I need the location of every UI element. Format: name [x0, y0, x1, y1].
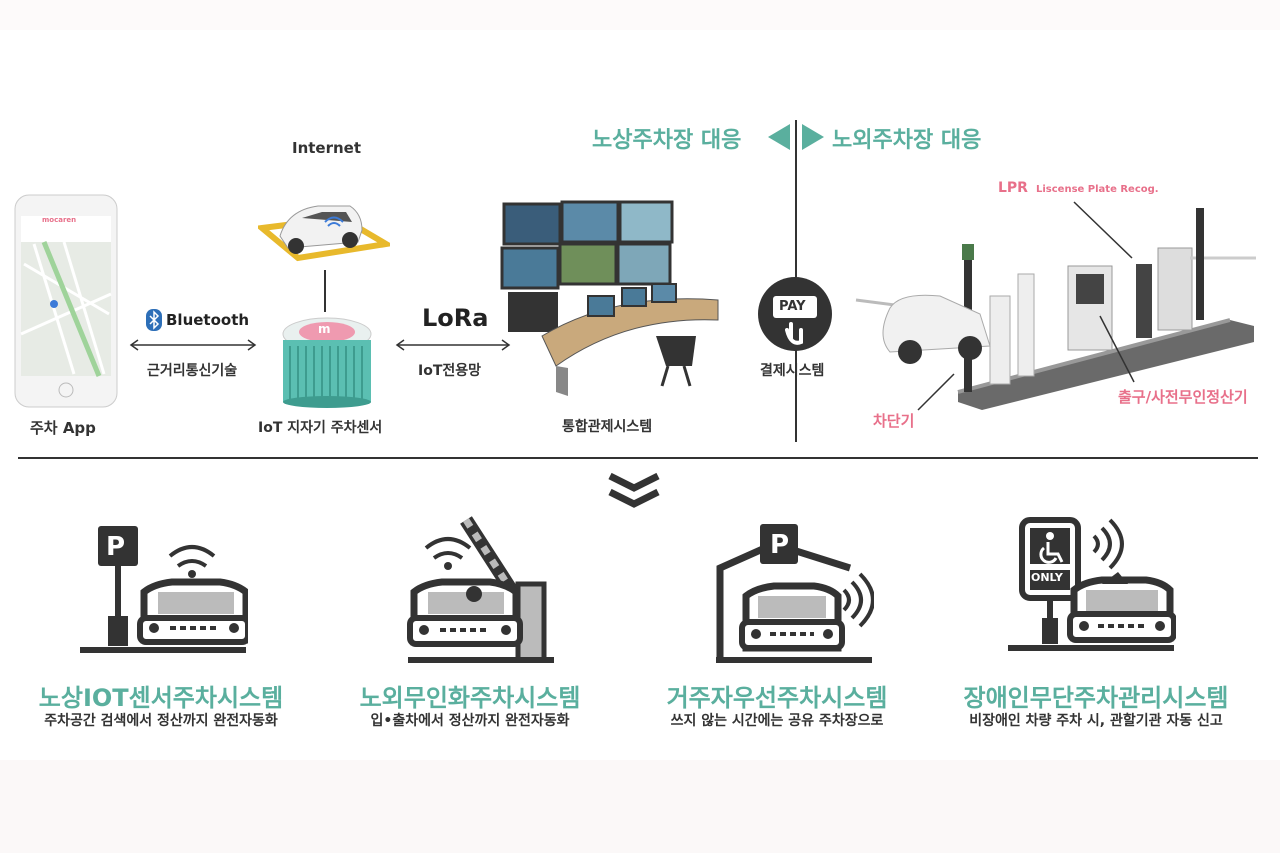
system-1-subtitle: 주차공간 검색에서 정산까지 완전자동화 [44, 713, 278, 729]
parking-sign-p: P [106, 532, 126, 562]
iot-sensor-icon [282, 317, 372, 408]
control-center-icon [500, 200, 719, 396]
sensor-badge: m [318, 322, 331, 336]
parking-sign-p: P [770, 530, 790, 560]
system-3-title: 거주자우선주차시스템 [666, 684, 888, 712]
lora-label: LoRa [422, 304, 489, 332]
section-divider [18, 457, 1258, 459]
system-1-title: 노상IOT센서주차시스템 [38, 684, 284, 712]
smartphone-app-icon [14, 194, 118, 408]
payment-label: 결제시스템 [760, 363, 825, 379]
header-right: 노외주차장 대응 [832, 128, 982, 153]
app-label: 주차 App [30, 419, 96, 437]
system-4-title: 장애인무단주차관리시스템 [963, 684, 1229, 712]
disabled-parking-enforcement-icon [1008, 517, 1176, 651]
sensor-label: IoT 지자기 주차센서 [258, 420, 383, 436]
internet-label: Internet [292, 139, 362, 157]
only-sign-text: ONLY [1031, 571, 1063, 584]
system-4-subtitle: 비장애인 차량 주차 시, 관할기관 자동 신고 [969, 713, 1223, 729]
kiosk-label: 출구/사전무인정산기 [1118, 388, 1248, 406]
bidirectional-arrow-icon [129, 339, 257, 351]
lpr-label: LPR [998, 180, 1028, 196]
system-3-subtitle: 쓰지 않는 시간에는 공유 주차장으로 [670, 713, 884, 729]
lpr-sub-label: Liscense Plate Recog. [1036, 184, 1159, 195]
system-2-subtitle: 입•출차에서 정산까지 완전자동화 [370, 713, 570, 729]
top-band [0, 0, 1280, 30]
pay-icon [758, 277, 832, 351]
street-iot-parking-icon [80, 526, 248, 653]
double-chevron-down-icon [608, 472, 660, 508]
bottom-band [0, 760, 1280, 853]
connected-car-icon [258, 205, 390, 262]
parking-gate-illustration [855, 201, 1256, 411]
barrier-label: 차단기 [873, 412, 915, 430]
internet-connector [324, 270, 326, 312]
header-left: 노상주차장 대응 [592, 128, 742, 153]
system-2-title: 노외무인화주차시스템 [359, 684, 581, 712]
direction-arrows-icon [768, 124, 824, 150]
resident-priority-parking-icon [716, 524, 874, 663]
control-center-label: 통합관제시스템 [562, 419, 653, 435]
bidirectional-arrow-icon [395, 339, 511, 351]
pay-text: PAY [779, 299, 806, 314]
short-range-label: 근거리통신기술 [147, 363, 238, 379]
app-brand: mocaren [42, 216, 77, 224]
bluetooth-label: Bluetooth [166, 311, 250, 329]
unmanned-parking-icon [407, 516, 554, 663]
iot-network-label: IoT전용망 [418, 363, 482, 379]
bluetooth-icon [146, 309, 162, 331]
